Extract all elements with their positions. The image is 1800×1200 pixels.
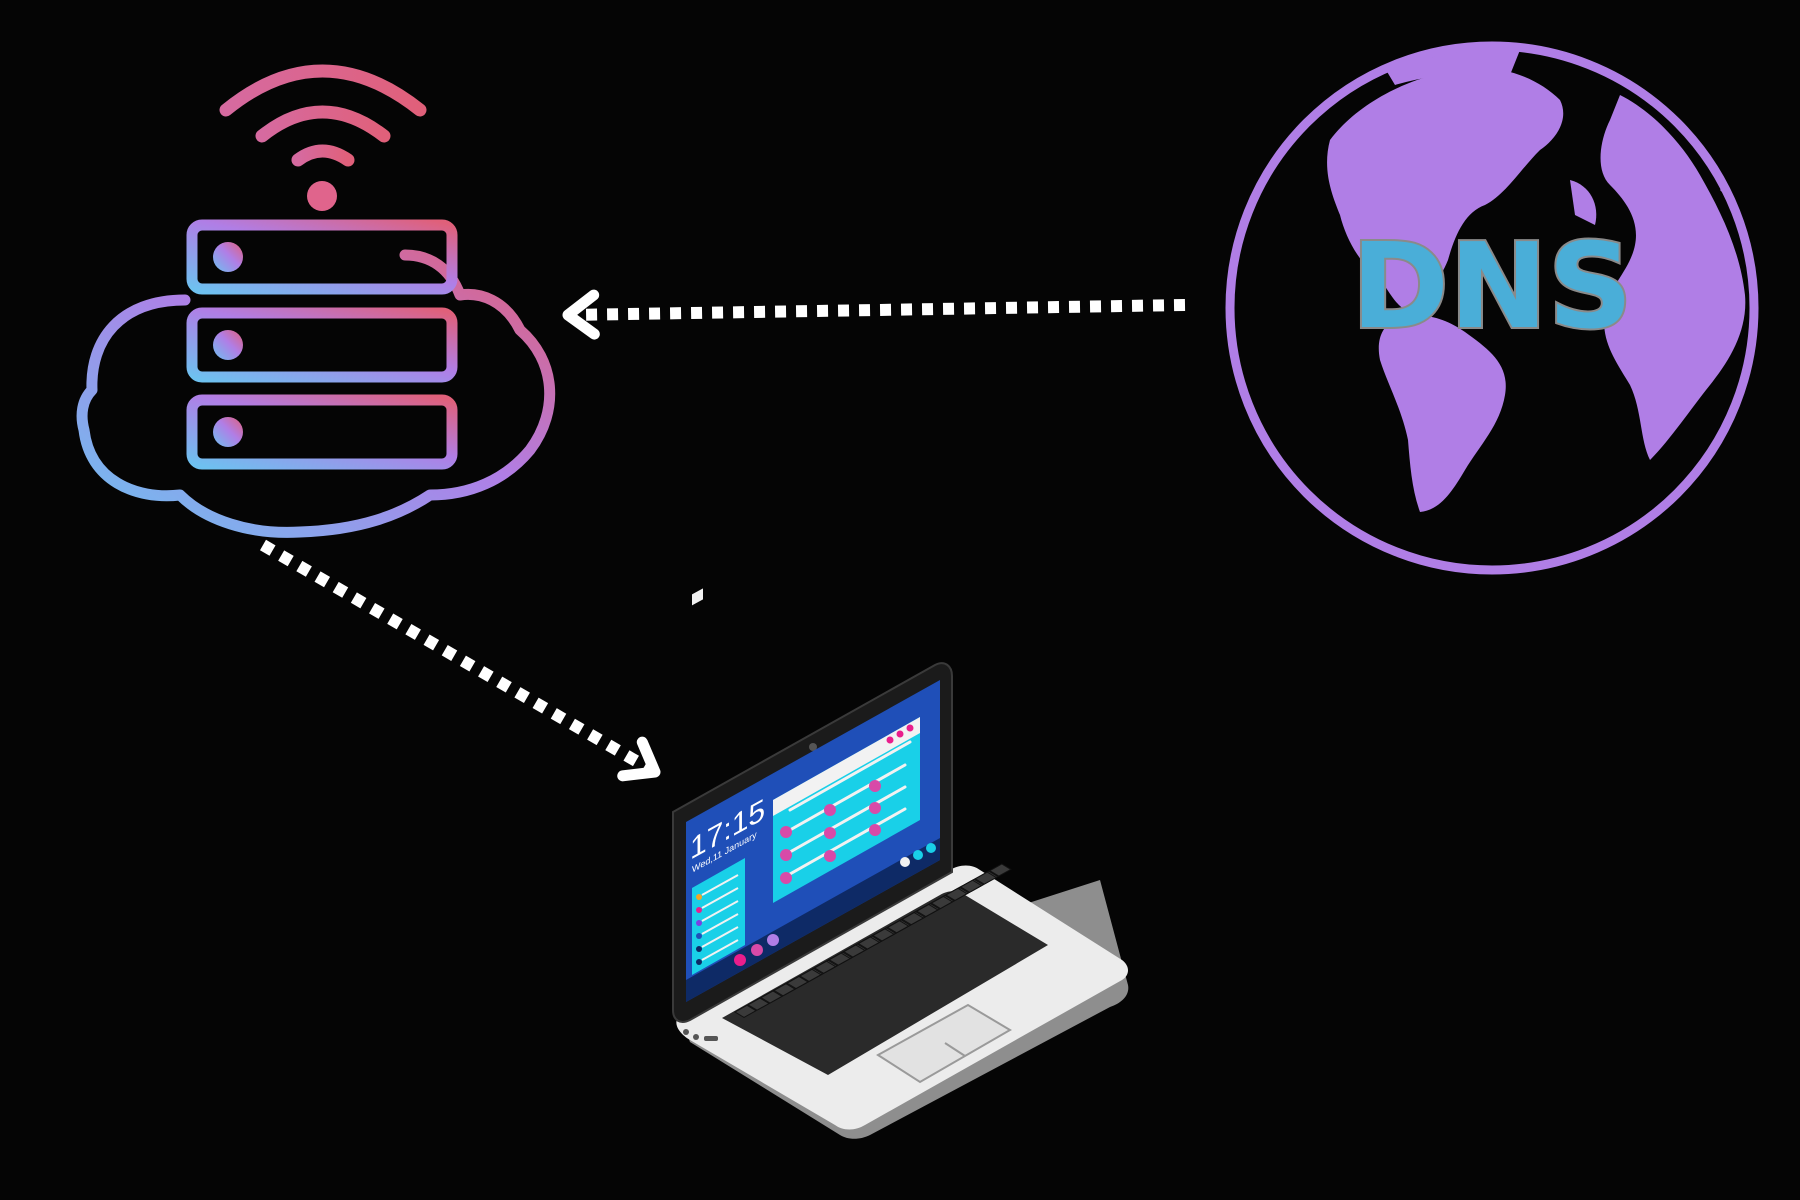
keyboard-key (945, 887, 968, 901)
keyboard-key (760, 990, 783, 1004)
arrow-server-to-laptop-head (617, 736, 661, 782)
keyboard-key (974, 871, 998, 885)
keyboard-key (828, 952, 852, 966)
keyboard-key (915, 903, 939, 918)
laptop-icon: 17:15 Wed,11 January (672, 588, 1129, 1139)
arrow-dns-to-server (562, 289, 1186, 340)
connection-arrows (259, 289, 1186, 782)
keyboard-key (988, 863, 1012, 877)
keyboard-key (842, 944, 866, 958)
keyboard-key (886, 920, 910, 934)
keyboard-key (901, 912, 925, 926)
keyboard-key (786, 975, 809, 990)
keyboard (722, 891, 1048, 1075)
keyboard-key (930, 895, 954, 910)
globe-icon: DNS (1225, 41, 1759, 575)
dns-label: DNS (1351, 217, 1633, 355)
arrow-dns-to-server-head (562, 289, 600, 340)
wifi-icon (219, 64, 427, 167)
keyboard-key (813, 960, 837, 974)
keyboard-keys (734, 863, 1012, 1018)
keyboard-key (872, 928, 895, 942)
trackpad (876, 1003, 1012, 1084)
cloud-outline (76, 249, 556, 538)
webcam (809, 743, 817, 751)
keyboard-key (747, 997, 770, 1011)
keyboard-key (857, 936, 881, 950)
keyboard-key (734, 1004, 757, 1018)
keyboard-key (799, 968, 822, 982)
arrow-server-to-laptop (259, 539, 661, 782)
keyboard-key (773, 983, 796, 997)
cloud-server-icon (76, 64, 556, 538)
keyboard-key (959, 879, 983, 893)
screen-window (773, 717, 920, 903)
